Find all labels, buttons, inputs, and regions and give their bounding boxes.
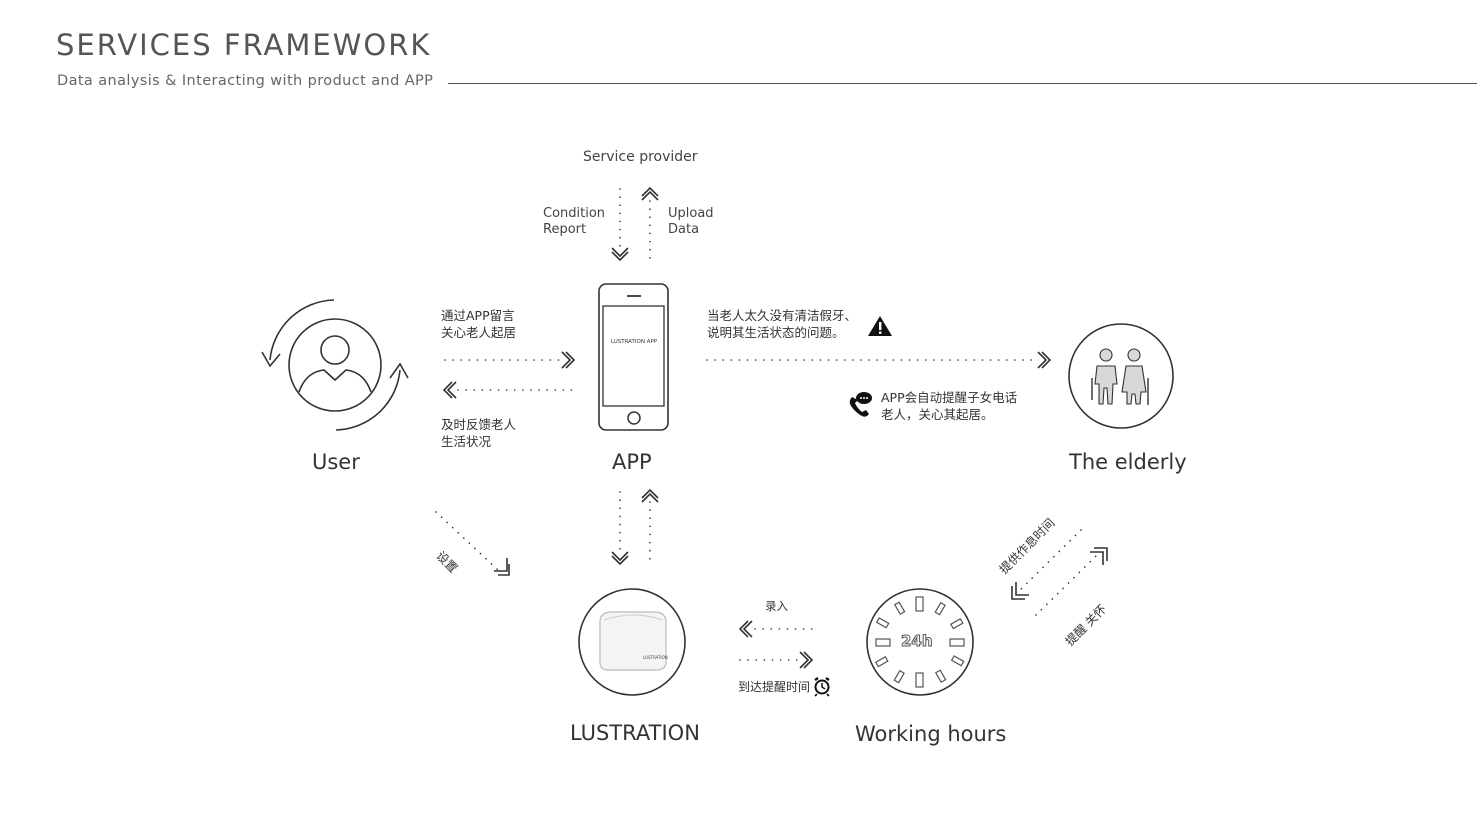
user-to-app-line-1: 通过APP留言: [441, 308, 515, 323]
app-to-elderly-line-1: 当老人太久没有清洁假牙、: [707, 308, 858, 323]
app-to-elderly-label: 当老人太久没有清洁假牙、 说明其生活状态的问题。: [707, 307, 857, 341]
reminder-time-label: 到达提醒时间: [738, 680, 811, 694]
condition-report-label: Condition Report: [543, 206, 605, 238]
user-to-app-arrow: [444, 351, 576, 369]
elderly-label: The elderly: [1069, 450, 1187, 474]
app-label: APP: [612, 450, 652, 474]
setting-arrow: [435, 511, 510, 576]
device-icon: [578, 588, 686, 696]
lustration-label: LUSTRATION: [570, 721, 700, 745]
alarm-clock-icon: [814, 677, 830, 697]
user-cycle-icon: [261, 299, 409, 431]
upload-data-label: Upload Data: [668, 206, 714, 238]
app-call-line-2: 老人，关心其起居。: [881, 407, 994, 422]
clock-face-label: 24h: [901, 632, 934, 651]
record-arrow: [738, 620, 813, 638]
condition-report-arrow: [611, 188, 629, 262]
user-to-app-line-2: 关心老人起居: [441, 325, 517, 340]
condition-report-line-1: Condition: [543, 206, 606, 221]
record-label: 录入: [765, 599, 788, 613]
app-to-elderly-line-2: 说明其生活状态的问题。: [707, 325, 845, 340]
reminder-time-arrow: [739, 651, 814, 669]
page-subtitle: Data analysis & Interacting with product…: [57, 73, 434, 89]
app-call-label: APP会自动提醒子女电话 老人，关心其起居。: [881, 389, 1017, 423]
user-label: User: [312, 450, 360, 474]
service-provider-label: Service provider: [583, 149, 698, 165]
clock-24h-icon: [866, 588, 974, 696]
provide-schedule-arrow: [1011, 529, 1082, 600]
phone-call-icon: [849, 392, 872, 417]
upload-data-arrow: [641, 186, 659, 261]
upload-data-line-2: Data: [668, 222, 700, 237]
header-divider: [448, 83, 1477, 84]
condition-report-line-2: Report: [543, 222, 587, 237]
device-to-app-arrow: [641, 488, 659, 564]
working-hours-label: Working hours: [855, 722, 1007, 746]
device-brand-label: LUSTRATION: [643, 655, 668, 660]
remind-care-arrow: [1035, 547, 1108, 616]
app-to-user-line-1: 及时反馈老人: [441, 417, 517, 432]
user-to-app-label: 通过APP留言 关心老人起居: [441, 307, 516, 341]
page-title: SERVICES FRAMEWORK: [56, 28, 432, 62]
smartphone-icon: [598, 283, 669, 431]
warning-icon: [868, 316, 892, 336]
app-call-line-1: APP会自动提醒子女电话: [881, 390, 1018, 405]
app-to-elderly-arrow: [706, 351, 1052, 369]
app-to-user-line-2: 生活状况: [441, 434, 492, 449]
upload-data-line-1: Upload: [668, 206, 714, 221]
app-to-device-arrow: [611, 491, 629, 566]
app-to-user-arrow: [442, 381, 574, 399]
elderly-couple-icon: [1068, 323, 1174, 429]
app-to-user-label: 及时反馈老人 生活状况: [441, 416, 516, 450]
app-screen-label: LUSTRATION APP: [610, 339, 658, 345]
